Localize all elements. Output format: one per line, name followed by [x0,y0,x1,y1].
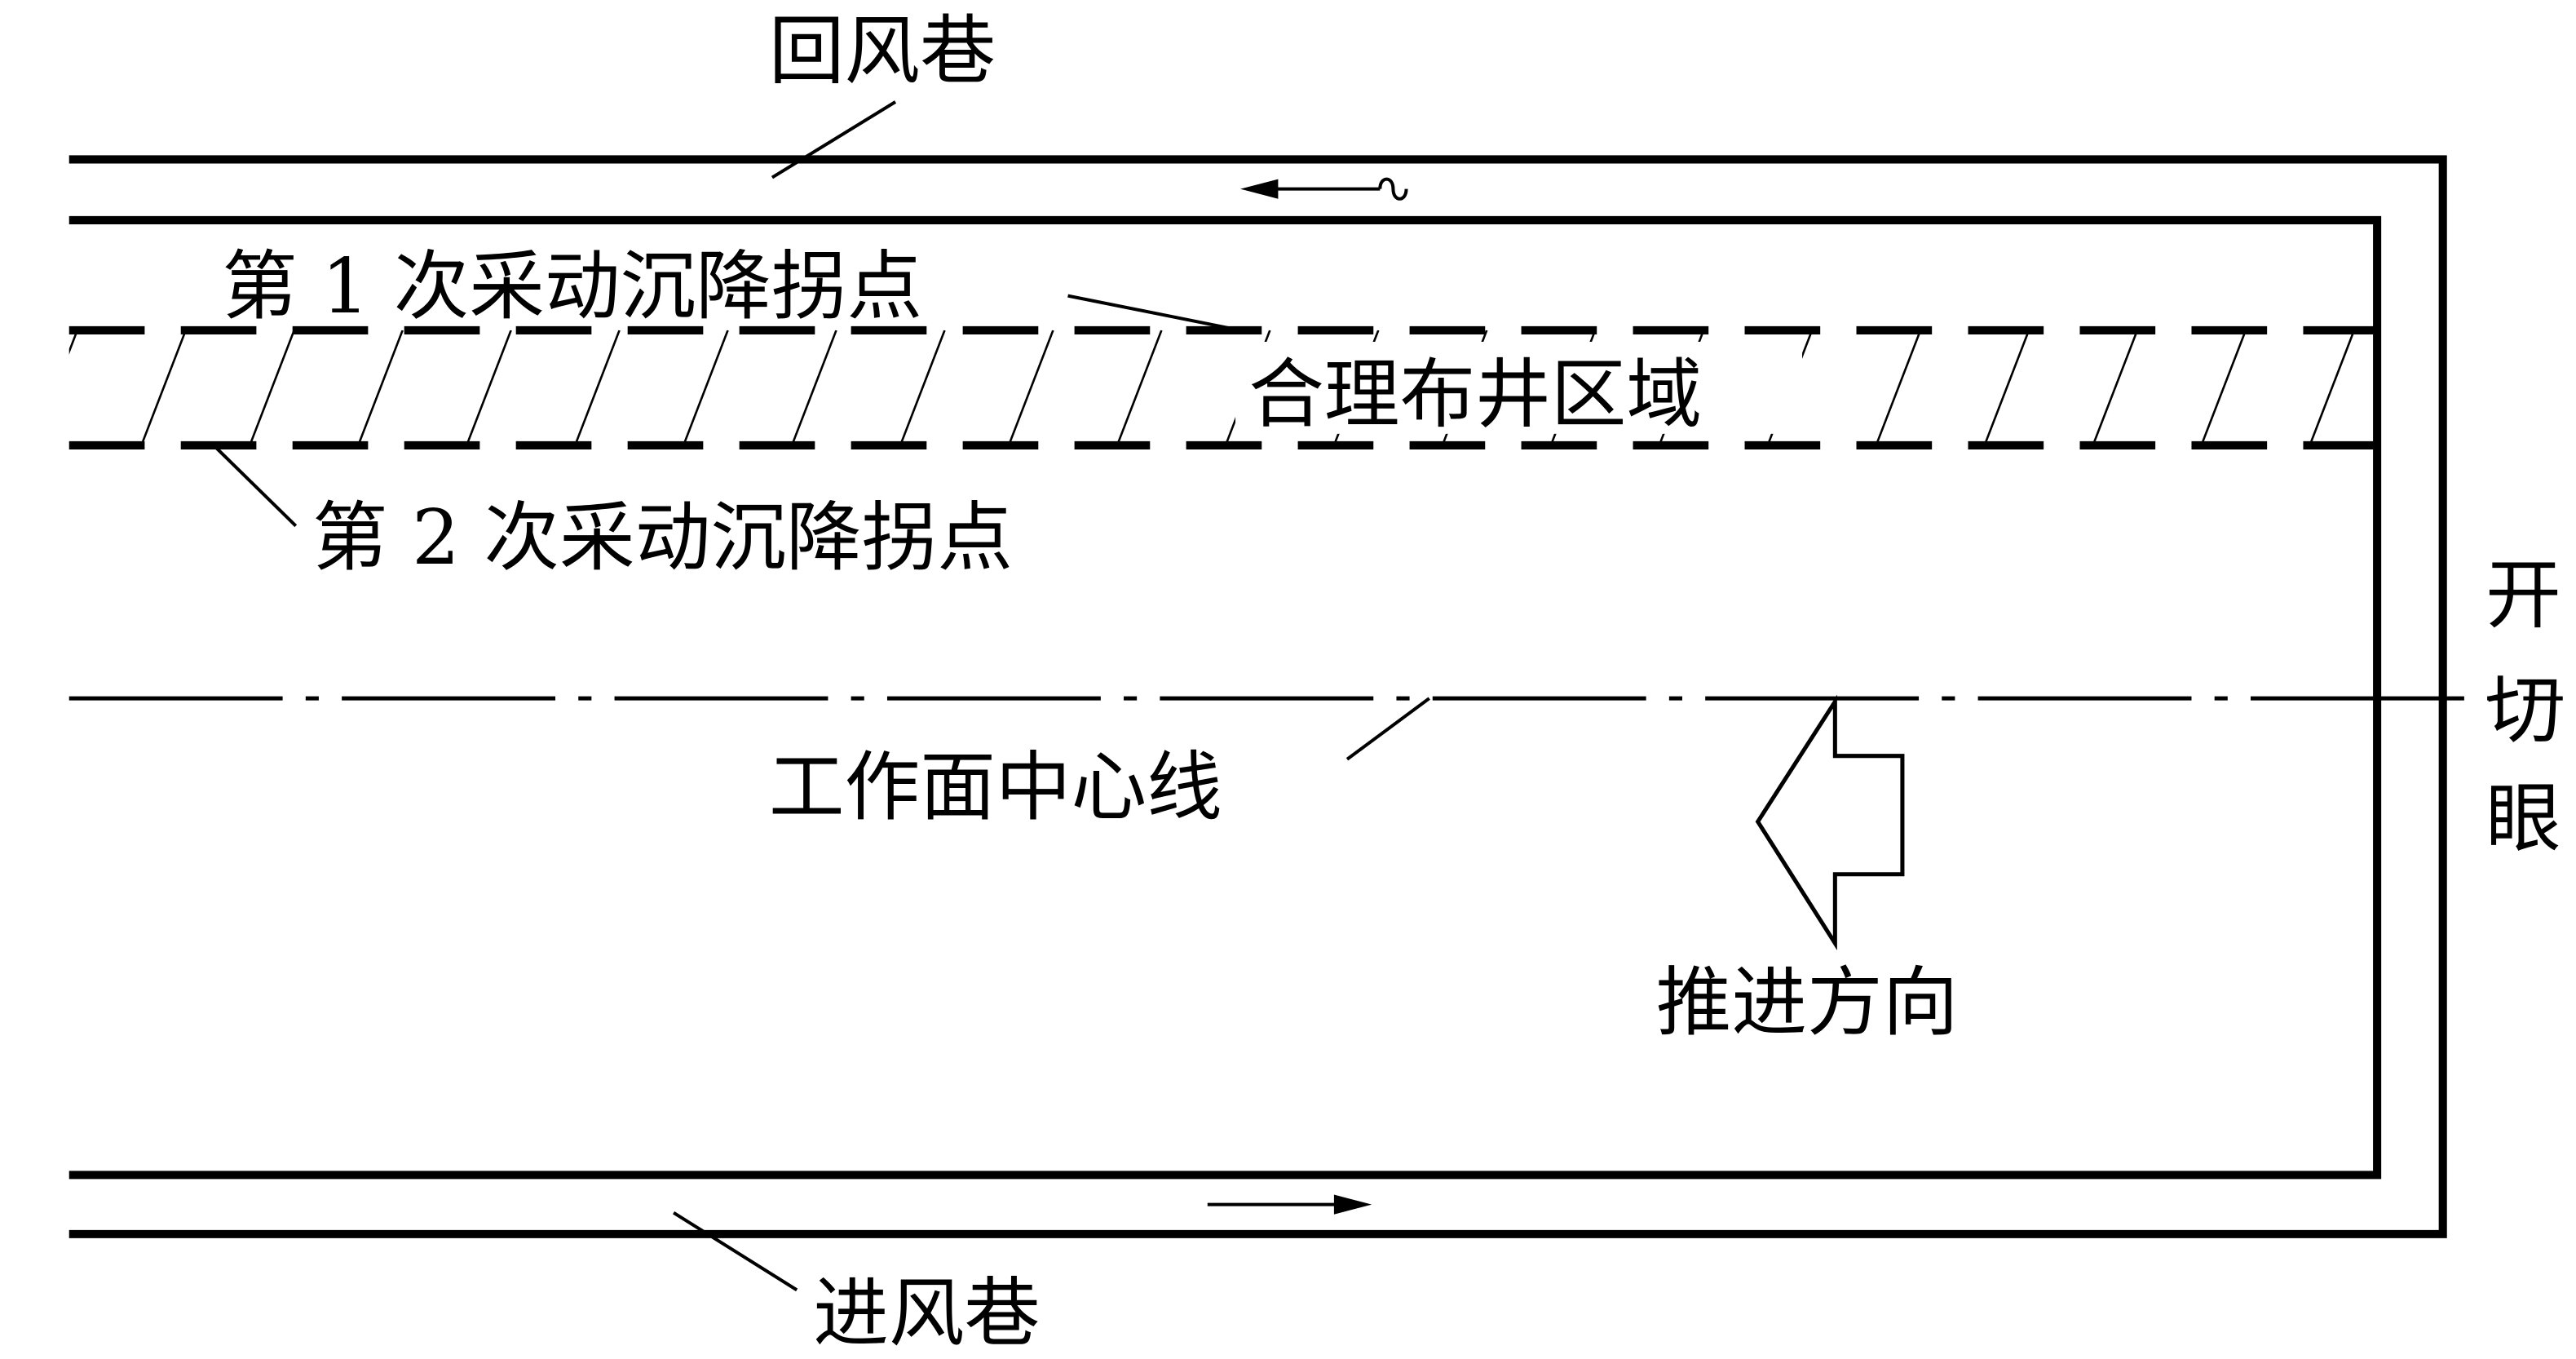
hatch-line [140,330,187,445]
hatch-line [1007,330,1054,445]
intake-airflow-arrow-icon [1207,1194,1372,1215]
second-inflection-label: 第 2 次采动沉降拐点 [312,494,1013,582]
centerline-label: 工作面中心线 [769,743,1222,831]
leader-intake-airway [673,1211,798,1292]
leader-second-inflection [212,444,298,528]
leader-first-inflection [1067,294,1241,332]
hatch-line [357,330,404,445]
hatch-line [573,330,621,445]
hatch-line [899,330,946,445]
open-cut-label-1: 开 [2485,551,2561,639]
hatch-line [2200,330,2247,445]
leader-return-airway [771,100,897,179]
hatch-line [682,330,729,445]
hatch-line [466,330,512,445]
open-cut-label-3: 眼 [2485,774,2561,862]
hatch-line [68,330,79,355]
advance-direction-label: 推进方向 [1656,958,1959,1047]
hatch-line [2092,330,2139,445]
return-airflow-arrow-icon [1240,177,1408,201]
first-inflection-label: 第 1 次采动沉降拐点 [222,242,922,330]
open-cut-label-2: 切 [2485,666,2561,755]
reasonable-well-zone-label: 合理布井区域 [1248,351,1702,439]
hatch-line [790,330,837,445]
hatch-line [2309,330,2356,445]
hatch-line [1875,330,1922,445]
hatch-line [1116,330,1163,445]
hatch-line [1983,330,2030,445]
return-airway-label: 回风巷 [769,7,996,95]
leader-centerline [1345,697,1430,761]
hatch-line [249,330,295,445]
zone-label-background [1235,342,1803,434]
advance-direction-arrow-icon [1755,694,1905,950]
intake-airway-label: 进风巷 [813,1269,1040,1357]
